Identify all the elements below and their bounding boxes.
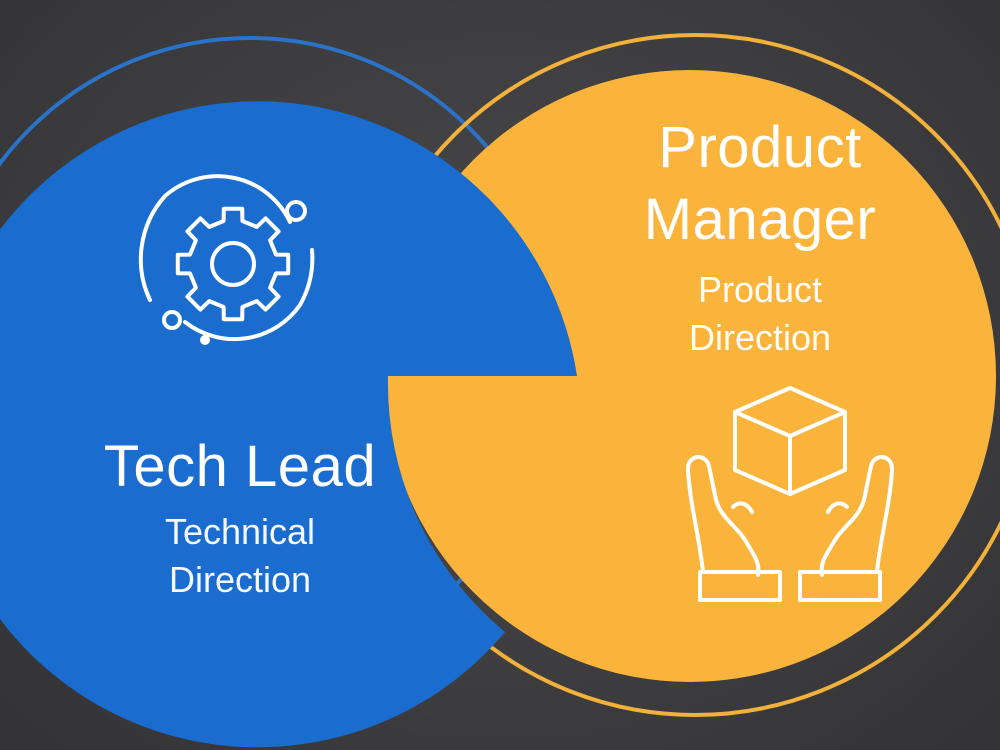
- tech-lead-title: Tech Lead: [103, 434, 377, 499]
- product-manager-title-line2: Manager: [643, 187, 877, 252]
- product-manager-subtitle-line1: Product: [697, 269, 823, 310]
- tech-lead-subtitle: Technical Direction: [100, 508, 380, 604]
- gear-orbit-icon: [138, 174, 315, 345]
- product-manager-title: Product Manager: [590, 112, 930, 256]
- tech-lead-subtitle-line2: Direction: [168, 559, 312, 600]
- product-manager-subtitle-line2: Direction: [688, 317, 832, 358]
- product-manager-subtitle: Product Direction: [620, 266, 900, 362]
- product-manager-title-line1: Product: [658, 115, 862, 180]
- tech-lead-subtitle-line1: Technical: [164, 511, 316, 552]
- hands-box-icon: [686, 386, 894, 602]
- tech-lead-disc: [0, 101, 577, 748]
